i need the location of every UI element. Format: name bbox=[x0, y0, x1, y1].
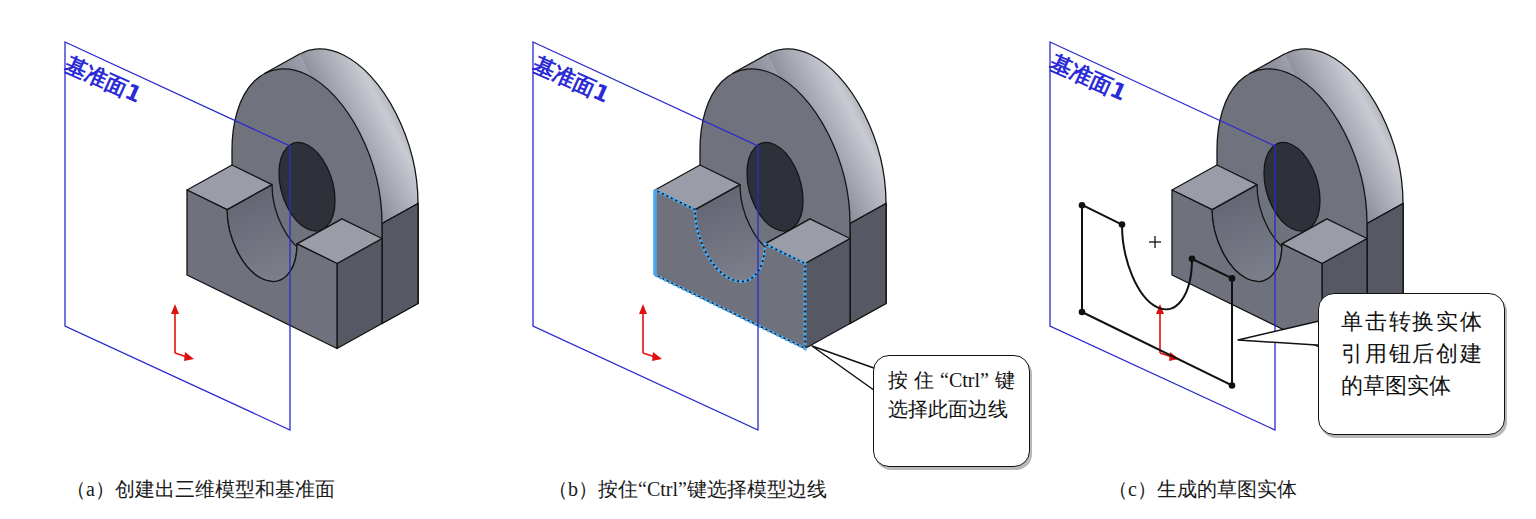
part-model bbox=[655, 18, 886, 349]
plane-name: 基准面1 bbox=[528, 50, 614, 110]
callout-text: 按住“Ctrl”键选择此面边线 bbox=[888, 366, 1015, 424]
part-model bbox=[187, 18, 418, 349]
callout-bubble: 按住“Ctrl”键选择此面边线 bbox=[873, 355, 1030, 467]
sketch-points bbox=[1079, 202, 1236, 389]
subfigure-caption: （c）生成的草图实体 bbox=[1108, 476, 1297, 503]
selected-edge bbox=[655, 190, 805, 349]
plane-name: 基准面1 bbox=[60, 50, 146, 110]
selected-edge bbox=[653, 190, 657, 275]
reference-plane bbox=[65, 42, 290, 430]
subfigure-caption: （a）创建出三维模型和基准面 bbox=[66, 476, 335, 503]
plane-name: 基准面1 bbox=[1045, 48, 1131, 108]
reference-plane bbox=[533, 42, 758, 430]
callout-bubble: 单击转换实体引用钮后创建的草图实体 bbox=[1318, 293, 1505, 435]
callout-text: 单击转换实体引用钮后创建的草图实体 bbox=[1341, 306, 1482, 402]
subfigure-caption: （b）按住“Ctrl”键选择模型边线 bbox=[548, 476, 827, 503]
origin-mark bbox=[1149, 236, 1161, 248]
selected-edges bbox=[655, 190, 805, 349]
reference-plane bbox=[1050, 42, 1275, 430]
sketch-entity bbox=[1079, 202, 1236, 389]
sketch-outline bbox=[1082, 205, 1232, 386]
